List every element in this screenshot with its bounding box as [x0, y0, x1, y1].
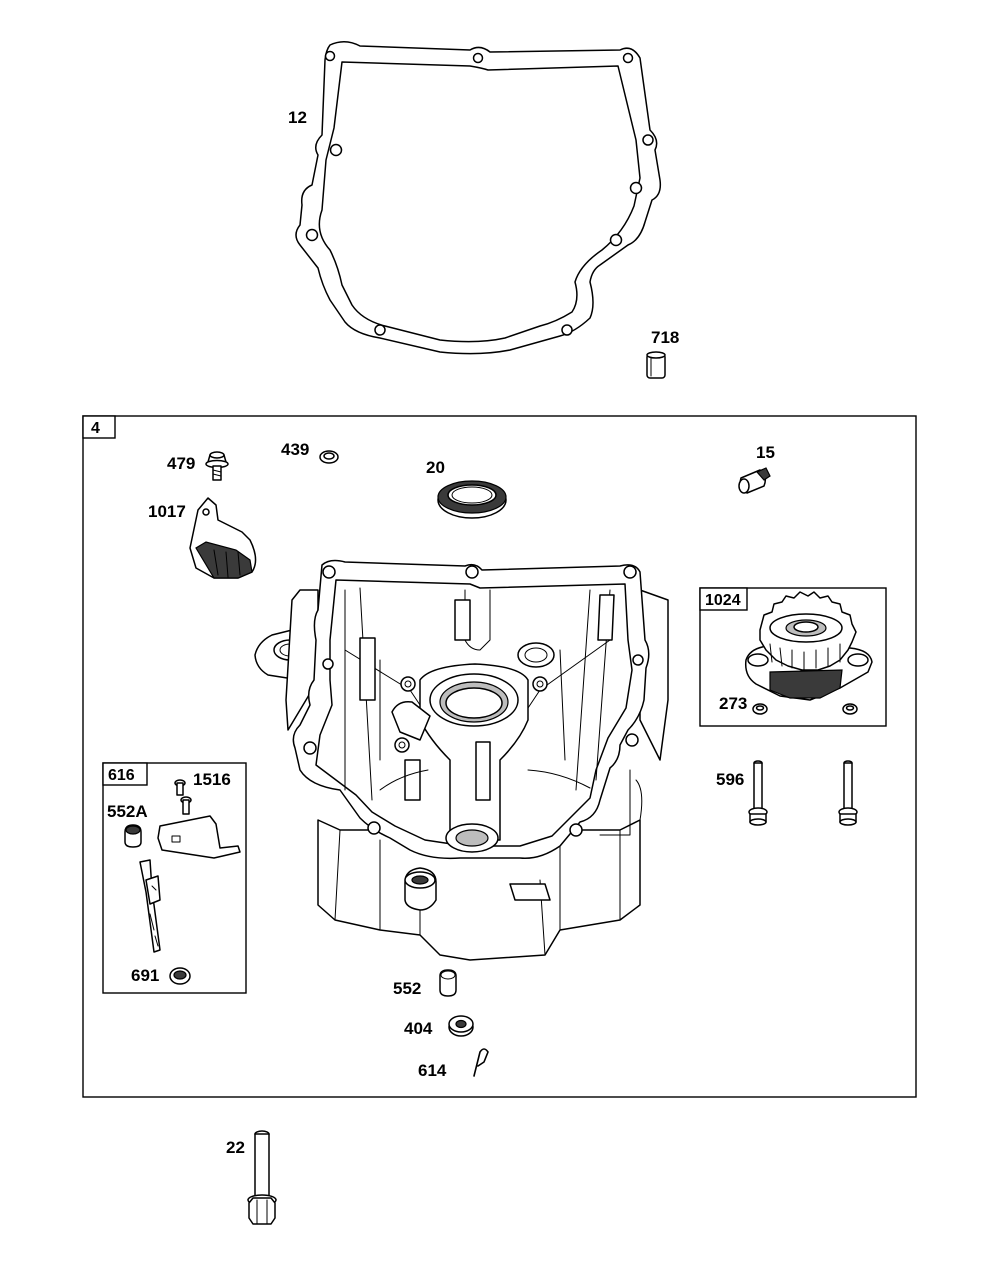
oring-273-part[interactable]	[752, 703, 768, 715]
seal-691-label: 691	[131, 966, 159, 985]
bracket-1017-label: 1017	[148, 502, 186, 521]
washer-404-label: 404	[404, 1019, 433, 1038]
main-group-frame	[82, 415, 917, 1098]
bracket-1017-part[interactable]	[189, 497, 257, 579]
washer-404-part[interactable]	[448, 1015, 474, 1037]
bolt-596b-part[interactable]	[838, 760, 858, 826]
bolt-22-part[interactable]	[247, 1130, 277, 1225]
screw-1516-label: 1516	[193, 770, 231, 789]
bolt-22-label: 22	[226, 1138, 245, 1157]
bolt-596-label: 596	[716, 770, 744, 789]
screw-479-label: 479	[167, 454, 195, 473]
dowel-part[interactable]	[646, 351, 666, 379]
oring-273b-part[interactable]	[842, 703, 858, 715]
governor-group-frame	[102, 762, 247, 994]
dowel-label: 718	[651, 328, 679, 347]
main-group-tag	[82, 415, 116, 439]
washer-439-label: 439	[281, 440, 309, 459]
bushing-552-label: 552	[393, 979, 421, 998]
main-group-label: 4	[91, 420, 100, 437]
seal-691-part[interactable]	[169, 967, 191, 985]
seal-20-part[interactable]	[437, 480, 507, 519]
governor-group-tag	[102, 762, 148, 786]
pin-614-label: 614	[418, 1061, 447, 1080]
bushing-552A-part[interactable]	[124, 824, 142, 848]
plug-15-label: 15	[756, 443, 775, 462]
pin-614-part[interactable]	[473, 1048, 489, 1077]
gasket-part[interactable]	[295, 41, 662, 355]
oil-pump-group-label: 1024	[705, 592, 741, 609]
screw-1516-part[interactable]	[174, 779, 192, 815]
oring-273-label: 273	[719, 694, 747, 713]
seal-20-label: 20	[426, 458, 445, 477]
plug-15-part[interactable]	[738, 467, 771, 494]
bushing-552-part[interactable]	[439, 969, 457, 997]
washer-439-part[interactable]	[319, 450, 339, 464]
bolt-596-part[interactable]	[748, 760, 768, 826]
governor-bracket-part[interactable]	[157, 815, 241, 859]
crankcase-cover-part[interactable]	[254, 559, 669, 961]
bushing-552A-label: 552A	[107, 802, 148, 821]
oil-pump-part[interactable]	[744, 591, 873, 701]
screw-479-part[interactable]	[205, 451, 229, 481]
governor-group-label: 616	[108, 767, 135, 784]
governor-shaft-part[interactable]	[139, 859, 161, 953]
gasket-label: 12	[288, 108, 307, 127]
oil-pump-group-frame	[699, 587, 887, 727]
oil-pump-group-tag	[699, 587, 748, 611]
